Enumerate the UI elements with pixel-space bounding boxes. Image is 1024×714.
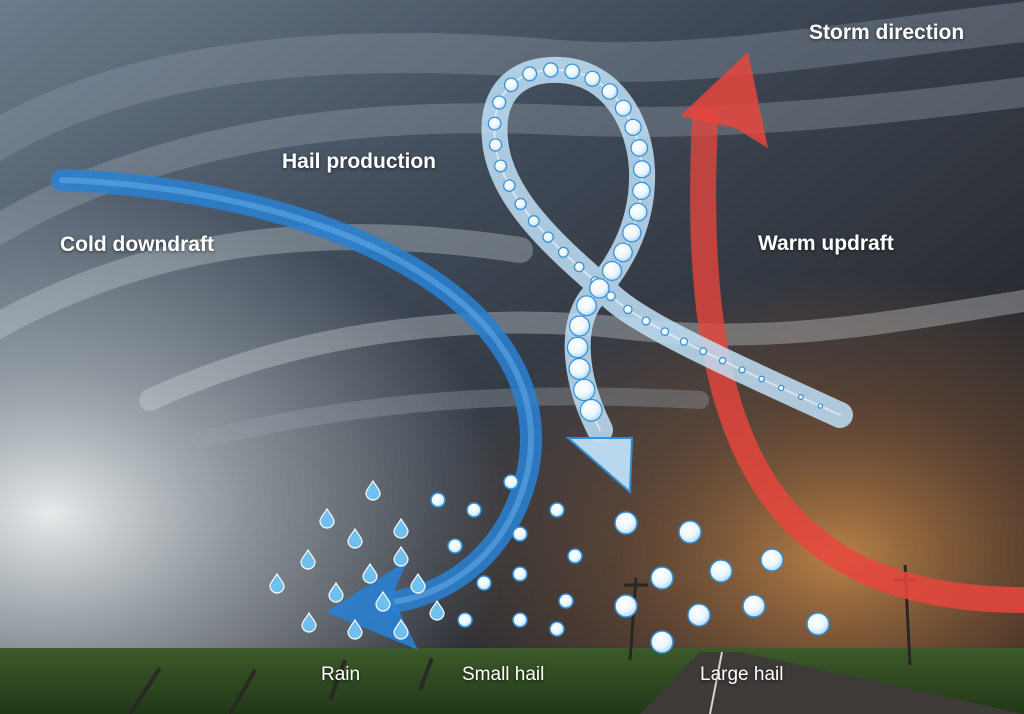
hail-production-label: Hail production	[282, 150, 436, 173]
small-hailstone	[466, 502, 482, 518]
hail-loop-stone	[514, 197, 527, 211]
hail-loop-stone	[624, 118, 642, 137]
rain-drop	[362, 562, 378, 584]
small-hailstone	[512, 566, 528, 582]
large-hailstone	[709, 559, 733, 583]
small-hail-label: Small hail	[462, 664, 545, 685]
hail-loop-stone	[573, 378, 596, 402]
hail-loop-stone	[564, 63, 581, 80]
road-line	[709, 651, 723, 714]
hail-loop-stone	[758, 375, 766, 383]
hail-loop-stone	[573, 261, 585, 273]
large-hailstone	[806, 612, 830, 636]
hail-loop-stone	[522, 66, 538, 82]
hail-loop-stone	[488, 138, 503, 152]
hail-loop-stone	[584, 70, 601, 87]
large-hailstone	[650, 630, 674, 654]
large-hailstone	[742, 594, 766, 618]
rain-drop	[347, 527, 363, 549]
hail-loop-stone	[576, 295, 598, 317]
small-hailstone	[549, 621, 565, 637]
large-hailstone	[760, 548, 784, 572]
hail-loop-stone	[778, 384, 785, 392]
hail-loop-stone	[718, 356, 727, 365]
hail-loop-stone	[568, 357, 591, 380]
cold-downdraft-arrow	[51, 169, 542, 650]
storm-direction-label: Storm direction	[809, 21, 965, 44]
rain-drop	[429, 599, 445, 621]
hail-loop-stone	[641, 316, 651, 326]
rain-drop	[319, 507, 335, 529]
small-hailstone	[447, 538, 463, 554]
hail-loop-stone	[632, 160, 652, 179]
hail-loop-stone	[589, 278, 610, 299]
hail-loop-stone	[542, 231, 554, 243]
hail-loop-stone	[699, 347, 708, 356]
hail-loop-stone	[630, 139, 649, 157]
small-hailstone	[457, 612, 473, 628]
large-hail-label: Large hail	[700, 664, 784, 685]
hail-loop-stone	[566, 336, 589, 359]
hail-loop-stone	[601, 260, 623, 281]
hail-loop-stone	[660, 327, 670, 336]
falling-hailstones	[430, 474, 830, 654]
hail-loop-stone	[628, 202, 648, 222]
hail-loop-stone	[492, 95, 507, 110]
small-hailstone	[558, 593, 574, 609]
rain-drop	[347, 618, 363, 640]
small-hailstone	[503, 474, 519, 490]
hail-loop-stone	[632, 181, 651, 201]
road	[640, 652, 1024, 714]
hail-loop-stone	[601, 83, 618, 100]
rain-drop	[301, 611, 317, 633]
rain-label: Rain	[321, 664, 361, 685]
rain-drop	[393, 618, 409, 640]
hail-loop-stone	[557, 246, 569, 258]
small-hailstone	[476, 575, 492, 591]
hail-loop-stone	[605, 291, 616, 302]
large-hailstone	[650, 566, 674, 590]
hail-loop-stone	[494, 159, 508, 173]
small-hailstone	[430, 492, 446, 508]
hail-loop-stone	[579, 398, 603, 422]
small-hailstone	[512, 612, 528, 628]
fence-posts	[128, 657, 434, 714]
hail-loop-stone	[797, 394, 804, 401]
hail-loop-stones	[487, 62, 824, 422]
hail-loop-stone	[487, 116, 502, 131]
hail-loop-stone	[527, 215, 540, 227]
rain-drop	[410, 572, 426, 594]
hail-loop-stone	[817, 403, 824, 409]
small-hailstone	[567, 548, 583, 564]
hail-loop-stone	[738, 366, 746, 374]
hail-loop-stone	[503, 77, 519, 93]
rain-drop	[375, 590, 391, 612]
rain-drop	[393, 517, 409, 539]
rain-drops	[269, 479, 445, 640]
hail-loop-stone	[623, 304, 633, 315]
hail-loop-stone	[614, 99, 632, 117]
large-hailstone	[687, 603, 711, 627]
hail-loop-stone	[502, 179, 516, 192]
rain-drop	[328, 581, 344, 603]
large-hailstone	[614, 594, 638, 618]
large-hailstone	[678, 520, 702, 544]
hail-loop-stone	[568, 315, 591, 337]
rain-drop	[300, 548, 316, 570]
cold-downdraft-label: Cold downdraft	[60, 233, 214, 256]
warm-updraft-label: Warm updraft	[758, 232, 894, 255]
warm-updraft-arrow	[680, 52, 1024, 613]
rain-drop	[269, 572, 285, 594]
hail-loop-stone	[622, 223, 642, 243]
large-hailstone	[614, 511, 638, 535]
small-hailstone	[549, 502, 565, 518]
hail-loop-stone	[543, 62, 559, 78]
small-hailstone	[512, 526, 528, 542]
rain-drop	[365, 479, 381, 501]
hail-loop-stone	[679, 337, 689, 346]
rain-drop	[393, 545, 409, 567]
hail-loop-stone	[613, 242, 633, 263]
